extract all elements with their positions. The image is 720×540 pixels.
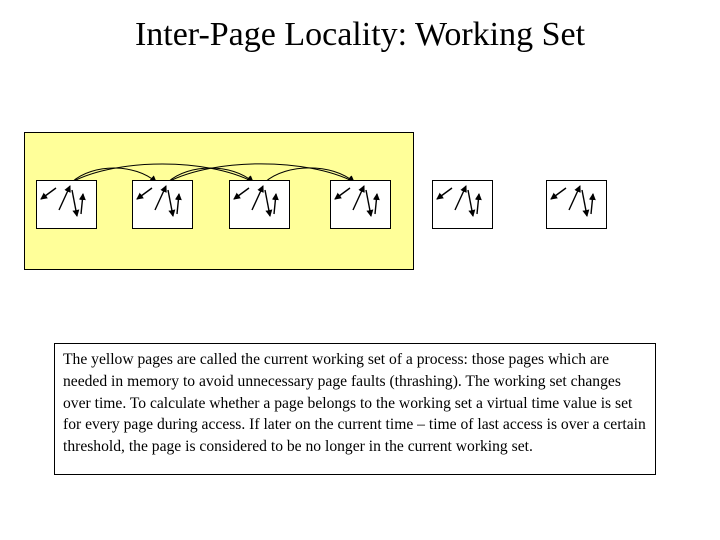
page-frame — [36, 180, 97, 229]
page-access-arrow — [550, 187, 567, 200]
page-access-arrow — [271, 193, 279, 215]
page-access-arrow — [588, 193, 596, 215]
page-access-arrow — [467, 189, 476, 217]
page-access-arrow — [365, 189, 374, 217]
page-box-4 — [330, 180, 391, 229]
access-link-2-4 — [167, 163, 355, 183]
page-frame — [546, 180, 607, 229]
access-link-3-4 — [264, 167, 355, 183]
page-frame — [132, 180, 193, 229]
page-frame — [330, 180, 391, 229]
page-access-arrow — [264, 189, 273, 217]
caption-box: The yellow pages are called the current … — [54, 343, 656, 475]
slide-title: Inter-Page Locality: Working Set — [134, 16, 586, 53]
page-access-arrow — [474, 193, 482, 215]
pages — [36, 180, 607, 229]
page-box-1 — [36, 180, 97, 229]
page-access-arrow — [58, 185, 71, 211]
page-access-arrow — [174, 193, 182, 215]
page-box-5 — [432, 180, 493, 229]
page-box-2 — [132, 180, 193, 229]
page-access-arrow — [568, 185, 581, 211]
page-access-arrow — [581, 189, 590, 217]
page-access-arrow — [454, 185, 467, 211]
page-access-arrow — [372, 193, 380, 215]
page-access-arrow — [71, 189, 80, 217]
page-access-arrow — [233, 187, 250, 200]
page-frame — [432, 180, 493, 229]
page-access-arrow — [334, 187, 351, 200]
page-box-6 — [546, 180, 607, 229]
page-access-arrow — [167, 189, 176, 217]
page-access-arrow — [154, 185, 167, 211]
page-access-arrow — [78, 193, 86, 215]
access-links — [71, 163, 355, 183]
page-frame — [229, 180, 290, 229]
page-access-arrow — [352, 185, 365, 211]
page-access-arrow — [436, 187, 453, 200]
page-access-arrow — [251, 185, 264, 211]
page-access-arrow — [40, 187, 57, 200]
page-access-arrow — [136, 187, 153, 200]
access-link-1-3 — [71, 163, 254, 183]
page-box-3 — [229, 180, 290, 229]
